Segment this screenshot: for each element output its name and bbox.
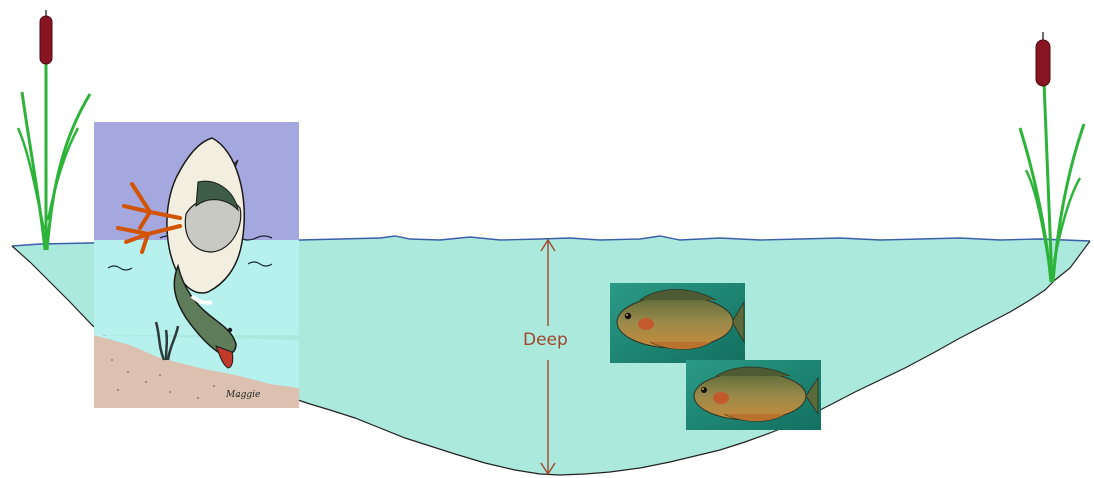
sunfish-icon-upper <box>610 283 745 363</box>
depth-label: Deep <box>523 330 568 350</box>
cattail-icon-left <box>18 10 90 250</box>
sunfish-icon-lower <box>686 360 821 430</box>
artist-signature: Maggie <box>226 390 260 400</box>
duck-panel <box>94 122 299 408</box>
